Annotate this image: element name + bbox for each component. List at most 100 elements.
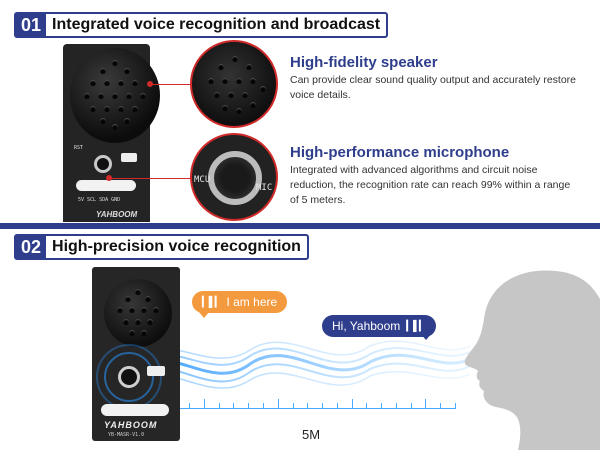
speaker-hole [141, 330, 147, 336]
speaker-hole [222, 105, 228, 111]
speaker-hole [126, 93, 132, 99]
bubble-tail [198, 311, 210, 318]
speaker-hole [100, 118, 106, 124]
speaker-hole [250, 78, 256, 84]
microphone-image [118, 366, 140, 388]
section-1-header: 01 Integrated voice recognition and broa… [14, 12, 389, 38]
speaker-hole [228, 92, 234, 98]
person-speech-text: Hi, Yahboom [332, 319, 401, 333]
ruler-tick [410, 403, 412, 409]
feature-mic-desc: Integrated with advanced algorithms and … [290, 164, 571, 206]
speaker-hole [125, 296, 131, 302]
ruler-tick [336, 403, 338, 409]
speaker-zoom-image [190, 40, 278, 128]
speaker-hole [135, 289, 141, 295]
speaker-hole [236, 108, 242, 114]
ruler-tick [395, 403, 397, 409]
board-slot [101, 404, 169, 416]
speaker-hole [214, 92, 220, 98]
ruler-tick [189, 403, 191, 409]
speaker-image [104, 279, 172, 347]
speaker-hole [118, 80, 124, 86]
speaker-hole [260, 86, 266, 92]
board-model: YB-MASR-V1.0 [108, 432, 145, 438]
speaker-hole [132, 80, 138, 86]
section-1-title: Integrated voice recognition and broadca… [52, 16, 381, 33]
device-speech-text: I am here [226, 295, 278, 309]
board-brand: YAHBOOM [96, 210, 138, 219]
speaker-hole [117, 307, 123, 313]
speaker-hole [242, 92, 248, 98]
ruler-tick [307, 403, 309, 409]
speaker-hole [129, 330, 135, 336]
ruler-tick [366, 403, 368, 409]
speaker-hole [222, 78, 228, 84]
sound-wave-icon: ▎▌▎ [406, 320, 426, 332]
section-high-precision: 02 High-precision voice recognition 5M [0, 229, 600, 450]
feature-mic-title: High-performance microphone [290, 144, 510, 161]
speaker-hole [147, 319, 153, 325]
ruler-tick [277, 399, 279, 409]
mic-label: MIC [256, 183, 273, 193]
feature-speaker-desc: Can provide clear sound quality output a… [290, 74, 577, 101]
speaker-hole [140, 93, 146, 99]
device-speech-bubble: ▎▌▎ I am here [192, 291, 288, 313]
speaker-hole [135, 319, 141, 325]
speaker-hole [141, 307, 147, 313]
bubble-tail [420, 333, 432, 340]
speaker-image [70, 48, 160, 143]
section-integrated-voice: 01 Integrated voice recognition and broa… [0, 0, 600, 223]
sound-wave-icon: ▎▌▎ [202, 296, 222, 308]
connector-line [150, 84, 192, 85]
speaker-hole [208, 78, 214, 84]
slide-switch-image [147, 366, 165, 376]
board-silkscreen: 5V SCL SDA GND [78, 197, 121, 203]
speaker-hole [90, 80, 96, 86]
ruler-tick [248, 403, 250, 409]
ruler-tick [351, 399, 353, 409]
section-2-title: High-precision voice recognition [52, 238, 301, 255]
section-2-number: 02 [16, 236, 47, 258]
speaker-hole [232, 56, 238, 62]
ruler-tick [233, 403, 235, 409]
speaker-hole [246, 64, 252, 70]
speaker-hole [112, 124, 118, 130]
speaker-hole [118, 106, 124, 112]
speaker-hole [84, 93, 90, 99]
speaker-hole [124, 68, 130, 74]
sound-wave-graphic [130, 340, 470, 389]
ruler-tick [455, 403, 456, 409]
section-1-number: 01 [16, 14, 47, 36]
speaker-hole [218, 64, 224, 70]
ruler-tick [262, 403, 264, 409]
slide-switch-image [121, 153, 137, 162]
ruler-tick [440, 403, 442, 409]
speaker-hole [236, 78, 242, 84]
ruler-tick [203, 399, 205, 409]
mcu-label: MCU [194, 175, 211, 185]
microphone-zoom-image: MCU MIC [190, 133, 278, 221]
connector-line [109, 178, 192, 179]
ruler-tick [218, 403, 220, 409]
speaker-hole [129, 307, 135, 313]
speaker-hole [100, 68, 106, 74]
microphone-zoom-capsule [208, 151, 262, 205]
speaker-hole [90, 106, 96, 112]
ruler-tick [292, 403, 294, 409]
speaker-hole [112, 60, 118, 66]
board-brand: YAHBOOM [104, 420, 158, 430]
speaker-hole [145, 296, 151, 302]
human-head-profile [464, 270, 600, 450]
speaker-hole [124, 118, 130, 124]
connector-dot [106, 175, 112, 181]
distance-label: 5M [302, 427, 321, 442]
ruler-tick [381, 403, 383, 409]
microphone-image [94, 155, 112, 173]
speaker-hole [250, 102, 256, 108]
feature-speaker-title: High-fidelity speaker [290, 54, 438, 71]
speaker-hole [123, 319, 129, 325]
speaker-hole [104, 80, 110, 86]
speaker-hole [132, 106, 138, 112]
connector-dot [147, 81, 153, 87]
ruler-tick [322, 403, 324, 409]
